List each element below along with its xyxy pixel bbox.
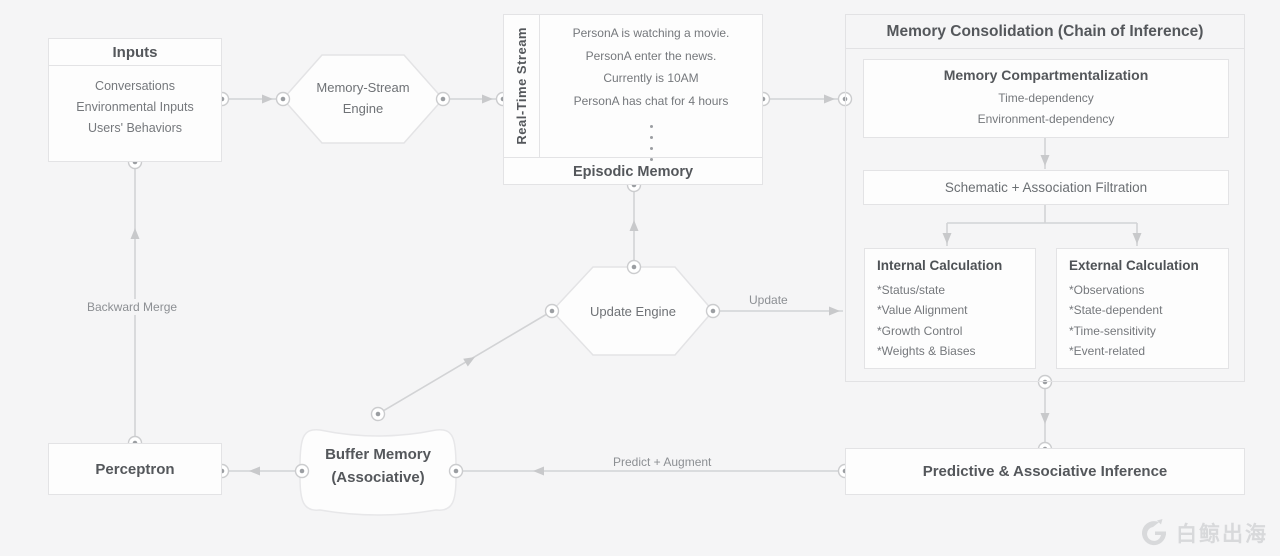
predictive-inference-node: Predictive & Associative Inference [845, 448, 1245, 495]
inputs-item: Environmental Inputs [76, 100, 194, 114]
filtration-label: Schematic + Association Filtration [944, 180, 1148, 195]
real-time-stream-band: Real-Time Stream [504, 15, 540, 157]
compartmentalization-item: Environment-dependency [977, 112, 1115, 126]
watermark: 白鲸出海 [1139, 518, 1268, 548]
edge-arrowheads [130, 94, 1142, 476]
inputs-item: Users' Behaviors [87, 121, 183, 135]
internal-calculation-item: *Value Alignment [877, 303, 968, 318]
memory-compartmentalization-title: Memory Compartmentalization [943, 67, 1149, 83]
external-calculation-item: *Time-sensitivity [1069, 323, 1156, 338]
memory-stream-engine-label: Memory-Stream Engine [316, 80, 410, 116]
inputs-title: Inputs [49, 39, 221, 66]
external-calculation-item: *Event-related [1069, 343, 1146, 358]
internal-calculation-item: *Status/state [877, 283, 946, 297]
memory-consolidation-container: Memory Consolidation (Chain of Inference… [845, 14, 1245, 382]
episodic-memory-title: Episodic Memory [504, 157, 762, 185]
inputs-item: Conversations [95, 79, 175, 93]
internal-calculation-item: *Weights & Biases [877, 343, 976, 358]
internal-calculation-item: *Growth Control [877, 323, 963, 338]
backward-merge-edge-label: Backward Merge [82, 299, 183, 315]
external-calculation-node: External Calculation *Observations *Stat… [1056, 248, 1229, 369]
perceptron-node: Perceptron [48, 443, 222, 495]
episodic-memory-node: Real-Time Stream PersonA is watching a m… [503, 14, 763, 185]
real-time-stream-label: Real-Time Stream [514, 27, 529, 145]
compartmentalization-item: Time-dependency [998, 91, 1094, 105]
memory-compartmentalization-node: Memory Compartmentalization Time-depende… [863, 59, 1229, 138]
memory-consolidation-title: Memory Consolidation (Chain of Inference… [846, 15, 1244, 49]
inputs-node: Inputs Conversations Environmental Input… [48, 38, 222, 162]
perceptron-title: Perceptron [95, 460, 175, 478]
episodic-event: PersonA is watching a movie. [572, 26, 730, 40]
episodic-event: Currently is 10AM [603, 71, 699, 85]
episodic-event: PersonA has chat for 4 hours [573, 93, 729, 108]
update-edge-label: Update [744, 292, 793, 308]
buffer-memory-label: Buffer Memory (Associative) [325, 446, 431, 486]
whale-logo-icon [1142, 519, 1167, 546]
filtration-node: Schematic + Association Filtration [863, 170, 1229, 205]
external-calculation-item: *State-dependent [1069, 303, 1163, 318]
external-calculation-title: External Calculation [1069, 258, 1199, 273]
episodic-event: PersonA enter the news. [585, 48, 717, 63]
predict-augment-edge-label: Predict + Augment [608, 454, 717, 470]
vertical-ellipsis-icon [649, 125, 653, 161]
internal-calculation-node: Internal Calculation *Status/state *Valu… [864, 248, 1036, 369]
internal-calculation-title: Internal Calculation [877, 258, 1003, 273]
external-calculation-item: *Observations [1069, 283, 1145, 297]
watermark-text: 白鲸出海 [1176, 523, 1268, 546]
predictive-inference-title: Predictive & Associative Inference [922, 463, 1168, 480]
update-engine-label: Update Engine [589, 304, 676, 319]
